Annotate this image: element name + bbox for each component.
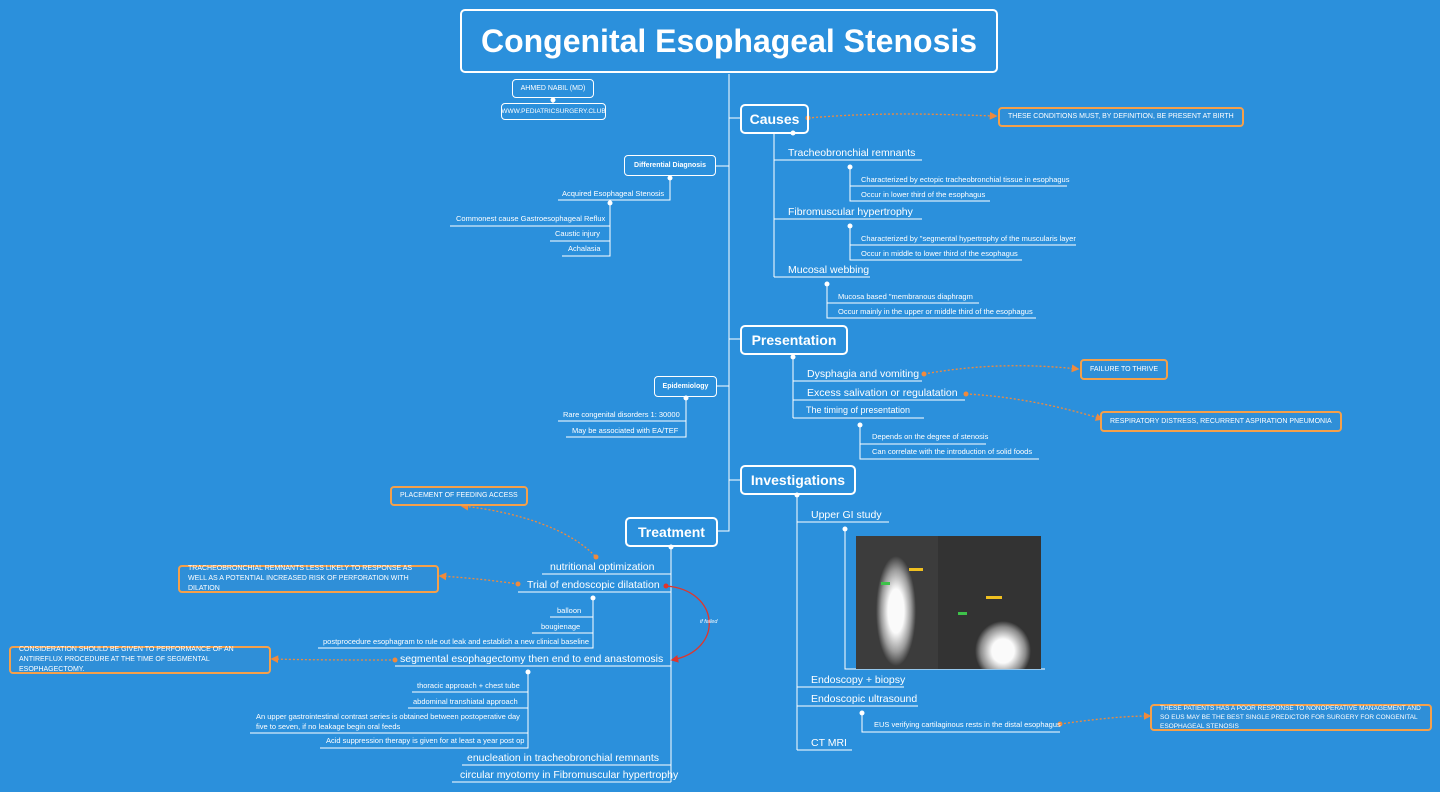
treatment-esophagectomy[interactable]: segmental esophagectomy then end to end …	[400, 653, 664, 665]
treatment-myotomy[interactable]: circular myotomy in Fibromuscular hypert…	[460, 769, 679, 781]
respiratory-distress-callout[interactable]: RESPIRATORY DISTRESS, RECURRENT ASPIRATI…	[1100, 411, 1342, 432]
eus-note-callout[interactable]: THESE PATIENTS HAS A POOR RESPONSE TO NO…	[1150, 704, 1432, 731]
dilatation-item-balloon[interactable]: balloon	[557, 606, 582, 615]
xray-marker-green	[881, 582, 890, 585]
cause-fibro-detail[interactable]: Occur in middle to lower third of the es…	[861, 249, 1018, 258]
cause-fibromuscular[interactable]: Fibromuscular hypertrophy	[788, 206, 913, 218]
timing-detail[interactable]: Can correlate with the introduction of s…	[872, 447, 1033, 456]
failure-to-thrive-callout[interactable]: FAILURE TO THRIVE	[1080, 359, 1169, 380]
xray-marker-green	[958, 612, 967, 615]
differential-item[interactable]: Commonest cause Gastroesophageal Reflux	[456, 214, 606, 223]
investigation-ct-mri[interactable]: CT MRI	[811, 737, 847, 749]
presentation-salivation[interactable]: Excess salivation or regulatation	[807, 387, 958, 399]
antireflux-note-callout[interactable]: CONSIDERATION SHOULD BE GIVEN TO PERFORM…	[9, 646, 271, 674]
website-label[interactable]: WWW.PEDIATRICSURGERY.CLUB	[501, 103, 606, 120]
treatment-node[interactable]: Treatment	[625, 517, 718, 547]
author-label[interactable]: AHMED NABIL (MD)	[512, 79, 594, 98]
epidemiology-node[interactable]: Epidemiology	[654, 376, 717, 397]
resection-item-contrast-series[interactable]: An upper gastrointestinal contrast serie…	[256, 712, 520, 731]
resection-item[interactable]: abdominal transhiatal approach	[413, 697, 518, 706]
epidemiology-item[interactable]: May be associated with EA/TEF	[572, 426, 679, 435]
treatment-nutrition[interactable]: nutritional optimization	[550, 561, 655, 573]
causes-note-callout[interactable]: THESE CONDITIONS MUST, BY DEFINITION, BE…	[998, 107, 1244, 127]
dilatation-item-bougienage[interactable]: bougienage	[541, 622, 581, 631]
dilatation-item-esophagram[interactable]: postprocedure esophagram to rule out lea…	[323, 637, 589, 646]
upper-gi-xray-image-right	[938, 536, 1041, 669]
dilatation-note-callout[interactable]: TRACHEOBRONCHIAL REMNANTS LESS LIKELY TO…	[178, 565, 439, 593]
upper-gi-xray-image-left	[856, 536, 938, 669]
cause-fibro-detail[interactable]: Characterized by "segmental hypertrophy …	[861, 234, 1076, 243]
differential-item[interactable]: Achalasia	[568, 244, 601, 253]
eus-detail[interactable]: EUS verifying cartilaginous rests in the…	[874, 720, 1061, 729]
cause-tracheo-detail[interactable]: Characterized by ectopic tracheobronchia…	[861, 175, 1070, 184]
investigation-eus[interactable]: Endoscopic ultrasound	[811, 693, 918, 705]
presentation-timing[interactable]: The timing of presentation	[806, 405, 911, 415]
if-failed-label: if failed	[700, 619, 718, 625]
differential-item[interactable]: Caustic injury	[555, 229, 601, 238]
cause-mucosal-webbing[interactable]: Mucosal webbing	[788, 264, 870, 276]
acquired-stenosis[interactable]: Acquired Esophageal Stenosis	[562, 189, 665, 198]
causes-node[interactable]: Causes	[740, 104, 809, 134]
treatment-dilatation[interactable]: Trial of endoscopic dilatation	[527, 579, 660, 591]
resection-item[interactable]: thoracic approach + chest tube	[417, 681, 520, 690]
cause-tracheobronchial[interactable]: Tracheobronchial remnants	[788, 147, 916, 159]
cause-mucosal-detail[interactable]: Occur mainly in the upper or middle thir…	[838, 307, 1033, 316]
feeding-access-callout[interactable]: PLACEMENT OF FEEDING ACCESS	[390, 486, 528, 506]
presentation-dysphagia[interactable]: Dysphagia and vomiting	[807, 368, 920, 380]
investigations-node[interactable]: Investigations	[740, 465, 856, 495]
investigation-upper-gi[interactable]: Upper GI study	[811, 509, 882, 521]
cause-tracheo-detail[interactable]: Occur in lower third of the esophagus	[861, 190, 986, 199]
treatment-enucleation[interactable]: enucleation in tracheobronchial remnants	[467, 752, 660, 764]
cause-mucosal-detail[interactable]: Mucosa based "membranous diaphragm	[838, 292, 973, 301]
differential-diagnosis-node[interactable]: Differential Diagnosis	[624, 155, 716, 176]
presentation-node[interactable]: Presentation	[740, 325, 848, 355]
xray-marker-yellow	[986, 596, 1002, 599]
timing-detail[interactable]: Depends on the degree of stenosis	[872, 432, 989, 441]
investigation-endoscopy[interactable]: Endoscopy + biopsy	[811, 674, 906, 686]
central-topic-title[interactable]: Congenital Esophageal Stenosis	[460, 9, 998, 73]
xray-marker-yellow	[909, 568, 923, 571]
epidemiology-item[interactable]: Rare congenital disorders 1: 30000	[563, 410, 680, 419]
resection-item-acid-suppression[interactable]: Acid suppression therapy is given for at…	[326, 736, 525, 745]
